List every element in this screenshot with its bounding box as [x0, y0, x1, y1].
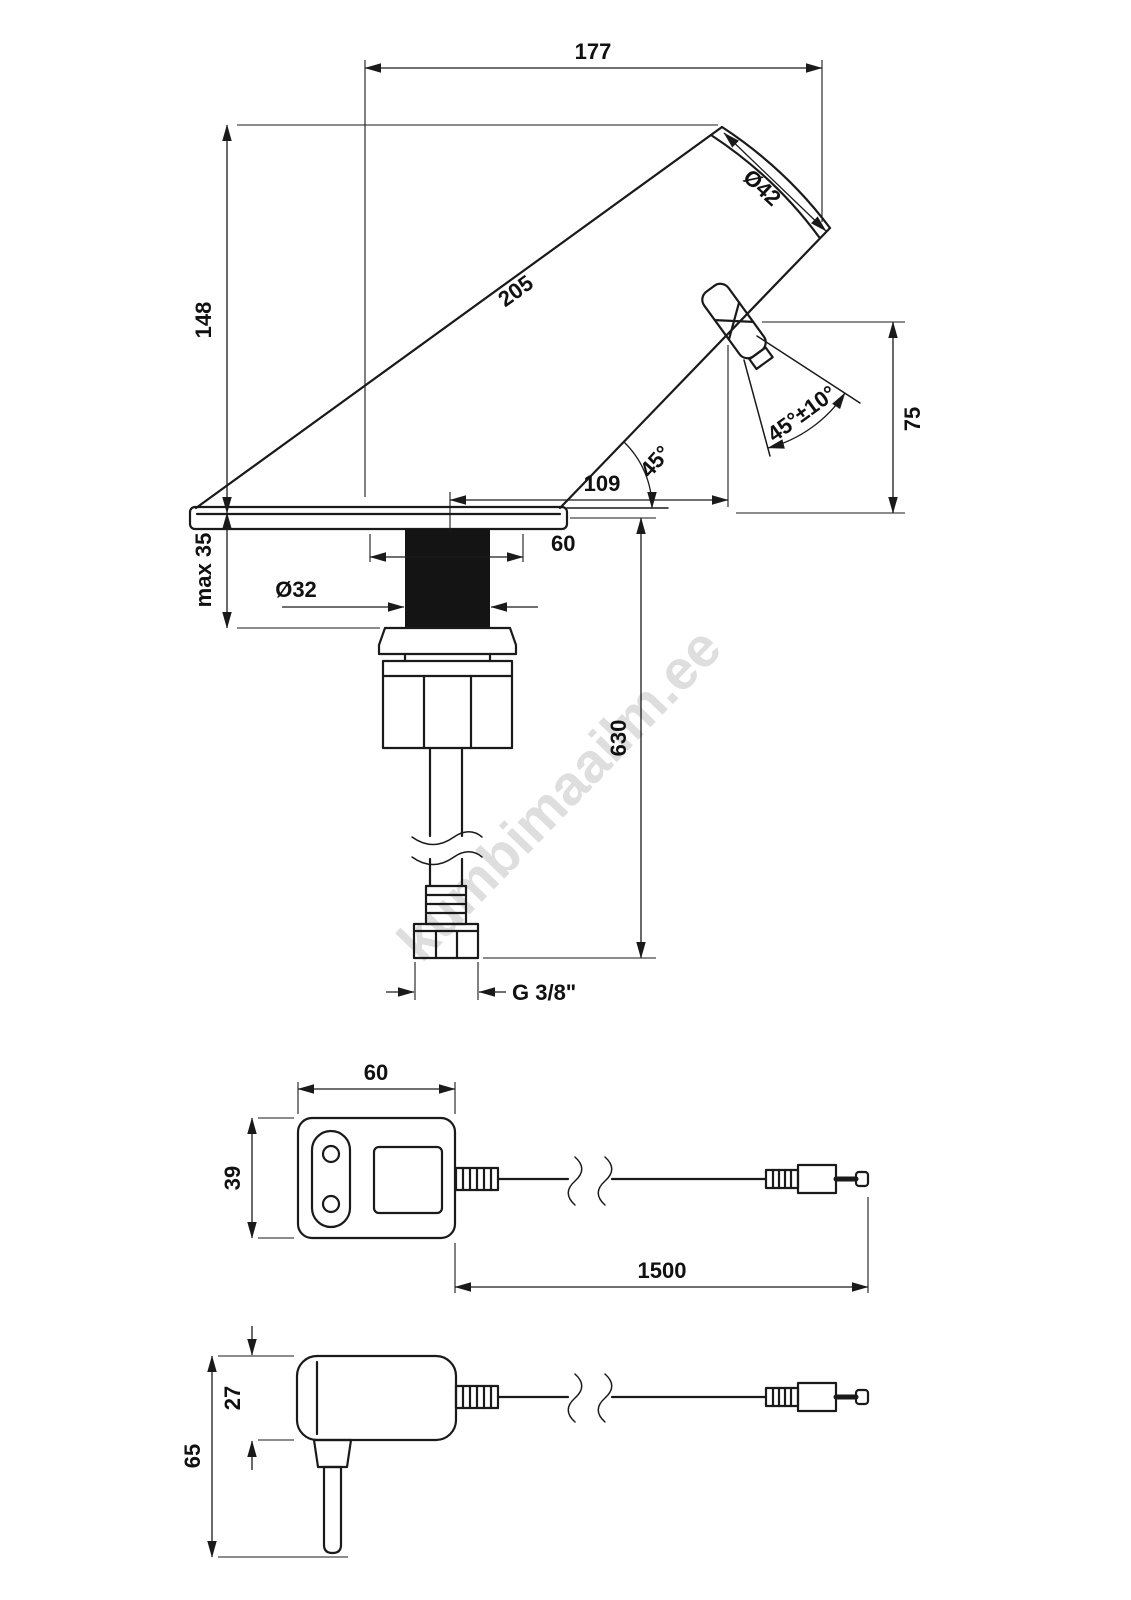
dim-adapter-body-height-text: 27	[220, 1386, 245, 1410]
mounting-hardware	[377, 626, 518, 750]
dim-thread: G 3/8"	[386, 962, 576, 1005]
dim-height-text: 148	[191, 302, 216, 339]
dim-adapter-body-height: 27	[218, 1326, 294, 1470]
faucet-view: kumbimaailm.ee	[188, 39, 925, 1005]
dim-shank-diameter-text: Ø32	[275, 577, 317, 602]
dim-max-deck-thickness-text: max 35	[191, 533, 216, 608]
dim-overall-width: 177	[364, 39, 823, 497]
dim-shank-diameter: Ø32	[275, 577, 538, 612]
dim-adapter-width-text: 60	[364, 1060, 388, 1085]
dim-body-length-text: 205	[493, 270, 537, 312]
adapter-body	[296, 1116, 457, 1240]
dim-cable-length: 1500	[454, 1197, 869, 1293]
dim-adapter-width: 60	[297, 1060, 456, 1114]
dim-height: 148	[191, 124, 718, 514]
dim-outlet-angle: 45°±10°	[743, 335, 861, 457]
dim-adapter-total-height-text: 65	[180, 1444, 205, 1468]
base-plate	[188, 505, 569, 531]
dim-max-deck-thickness: max 35	[191, 512, 380, 629]
aerator-nozzle	[701, 282, 774, 371]
dim-thread-text: G 3/8"	[512, 980, 576, 1005]
adapter-cable	[454, 1156, 870, 1206]
dim-hose-length-text: 630	[606, 720, 631, 757]
supply-hose	[411, 746, 483, 960]
adapter-side-cable	[454, 1373, 870, 1423]
dim-outlet-height: 75	[736, 321, 925, 514]
watermark-text: kumbimaailm.ee	[385, 615, 733, 972]
dim-base-width-text: 60	[551, 531, 575, 556]
dim-hose-length: 630	[483, 517, 656, 959]
dim-cable-length-text: 1500	[638, 1258, 687, 1283]
threaded-shank	[405, 529, 490, 628]
dim-outlet-height-text: 75	[900, 407, 925, 431]
dim-overall-width-text: 177	[575, 39, 612, 64]
dim-adapter-depth: 39	[220, 1117, 294, 1239]
adapter-side-view: 27 65	[180, 1326, 870, 1558]
dim-base-width: 60	[369, 531, 575, 562]
dim-spout-diameter: Ø42	[723, 132, 827, 232]
dim-outlet-reach: 109	[449, 345, 729, 533]
dim-adapter-depth-text: 39	[220, 1166, 245, 1190]
adapter-top-view: 60 39 1500	[220, 1060, 870, 1293]
dim-base-angle-text: 45°	[635, 441, 676, 482]
dim-adapter-total-height: 65	[180, 1355, 348, 1558]
dim-outlet-reach-text: 109	[584, 471, 621, 496]
adapter-side-body	[295, 1354, 458, 1555]
